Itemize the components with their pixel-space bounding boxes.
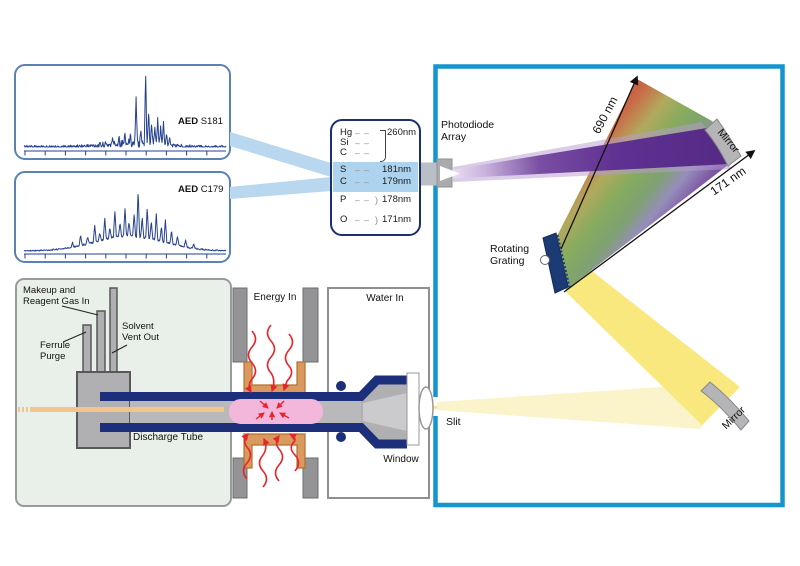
grating-pivot: [540, 255, 550, 265]
panel-label-c179: AED C179: [178, 184, 223, 195]
grating-label-line1: Rotating: [490, 243, 530, 255]
discharge-tube-wall-top: [100, 392, 346, 401]
energy-in-label: Energy In: [253, 292, 297, 303]
purple-beam-to-array: [453, 128, 729, 179]
row-bracket: ): [375, 215, 378, 225]
aed-prefix: AED: [178, 184, 199, 195]
chromatogram-panel-s181: [14, 64, 231, 160]
mirror-bottom: [700, 381, 750, 431]
ferrule-purge-label: Ferrule Purge: [40, 340, 70, 362]
wavelength-value: 260nm: [387, 127, 417, 138]
ferrule-label-line1: Ferrule: [40, 340, 71, 351]
element-symbol: Hg: [340, 127, 353, 138]
window-plate: [406, 372, 420, 446]
slit-label: Slit: [446, 416, 461, 428]
ferrule-purge-tube: [82, 324, 92, 374]
label-leader-lines: [61, 305, 128, 354]
emission-dashes: – –: [355, 177, 370, 187]
waveguide-wall: [232, 287, 248, 363]
chromatogram-panel-c179: [14, 171, 231, 263]
spectrometer-box-frame: [433, 64, 785, 508]
cavity-clamp-top: [243, 361, 306, 397]
grating-label-line2: Grating: [490, 255, 525, 268]
wavelength-value: 179nm: [382, 176, 412, 187]
discharge-tube-wall-bottom: [100, 423, 346, 432]
wavelength-table: Hg– – Si– – C– – 260nm S– –181nm C– –179…: [330, 119, 421, 236]
panel-label-s181: AED S181: [178, 116, 223, 127]
yellow-beam-grating-to-mirror: [556, 243, 740, 425]
water-in-label: Water In: [366, 293, 404, 304]
emission-dashes: – –: [355, 138, 370, 148]
array-focus-flare: [440, 166, 460, 181]
emission-dashes: – –: [355, 165, 370, 175]
solvent-label-line1: Solvent: [122, 321, 154, 332]
lens: [418, 386, 434, 430]
s181-trace: [23, 75, 227, 148]
aed-channel: C179: [200, 184, 224, 195]
row-bracket: ): [375, 195, 378, 205]
selected-rows-highlight: [333, 162, 418, 192]
slit-beam: [437, 382, 736, 429]
makeup-gas-tube: [96, 310, 106, 374]
makeup-label-line2: Reagent Gas In: [23, 296, 90, 308]
aed-prefix: AED: [178, 116, 199, 127]
makeup-label-line1: Makeup and: [23, 285, 76, 296]
window-label: Window: [383, 454, 419, 465]
energy-arrows: [241, 324, 300, 488]
wavelength-value: 171nm: [382, 214, 412, 225]
element-symbol: P: [340, 194, 347, 205]
element-symbol: Si: [340, 137, 349, 148]
aed-channel: S181: [200, 116, 223, 127]
cone-wall-bottom: [346, 423, 407, 449]
o-ring-bottom: [336, 432, 346, 442]
ferrule-label-line2: Purge: [40, 351, 66, 363]
wavelength-value: 181nm: [382, 164, 412, 175]
rotating-grating-label: Rotating Grating: [490, 243, 529, 268]
emission-dashes: – –: [355, 148, 370, 158]
grating-serration: [555, 234, 571, 288]
beam-s181-to-table: [230, 132, 331, 177]
wavelength-value: 178nm: [382, 194, 412, 205]
discharge-tube-label: Discharge Tube: [133, 432, 204, 443]
element-symbol: C: [340, 147, 347, 158]
cone-wall-top: [346, 375, 407, 401]
solvent-vent-label: Solvent Vent Out: [122, 321, 159, 343]
photodiode-label-line1: Photodiode: [441, 119, 495, 131]
o-ring-top: [336, 381, 346, 391]
solvent-label-line2: Vent Out: [122, 332, 159, 344]
element-symbol: O: [340, 214, 348, 225]
element-symbol: S: [340, 164, 347, 175]
solvent-vent-tube: [109, 287, 118, 374]
makeup-gas-label: Makeup and Reagent Gas In: [23, 285, 90, 307]
arrow-171nm: [563, 149, 756, 293]
mirror-top: [704, 118, 742, 167]
photodiode-label-line2: Array: [441, 131, 467, 144]
group-bracket: [380, 130, 386, 162]
plasma-inner-arrows: [255, 400, 290, 420]
cavity-clamp-bottom: [243, 433, 306, 469]
emission-dashes: – –: [355, 215, 370, 225]
plasma: [229, 399, 323, 424]
arrow-690nm: [560, 75, 639, 250]
beam-c179-to-table: [230, 177, 331, 199]
element-symbol: C: [340, 176, 347, 187]
emission-dashes: – –: [355, 128, 370, 138]
photodiode-array-label: Photodiode Array: [441, 119, 494, 144]
waveguide-wall: [302, 287, 319, 363]
emission-dashes: – –: [355, 195, 370, 205]
cone-channel: [363, 393, 407, 431]
selected-wavelength-band: [419, 162, 439, 186]
waveguide-wall: [302, 457, 319, 499]
c179-trace: [23, 194, 227, 252]
